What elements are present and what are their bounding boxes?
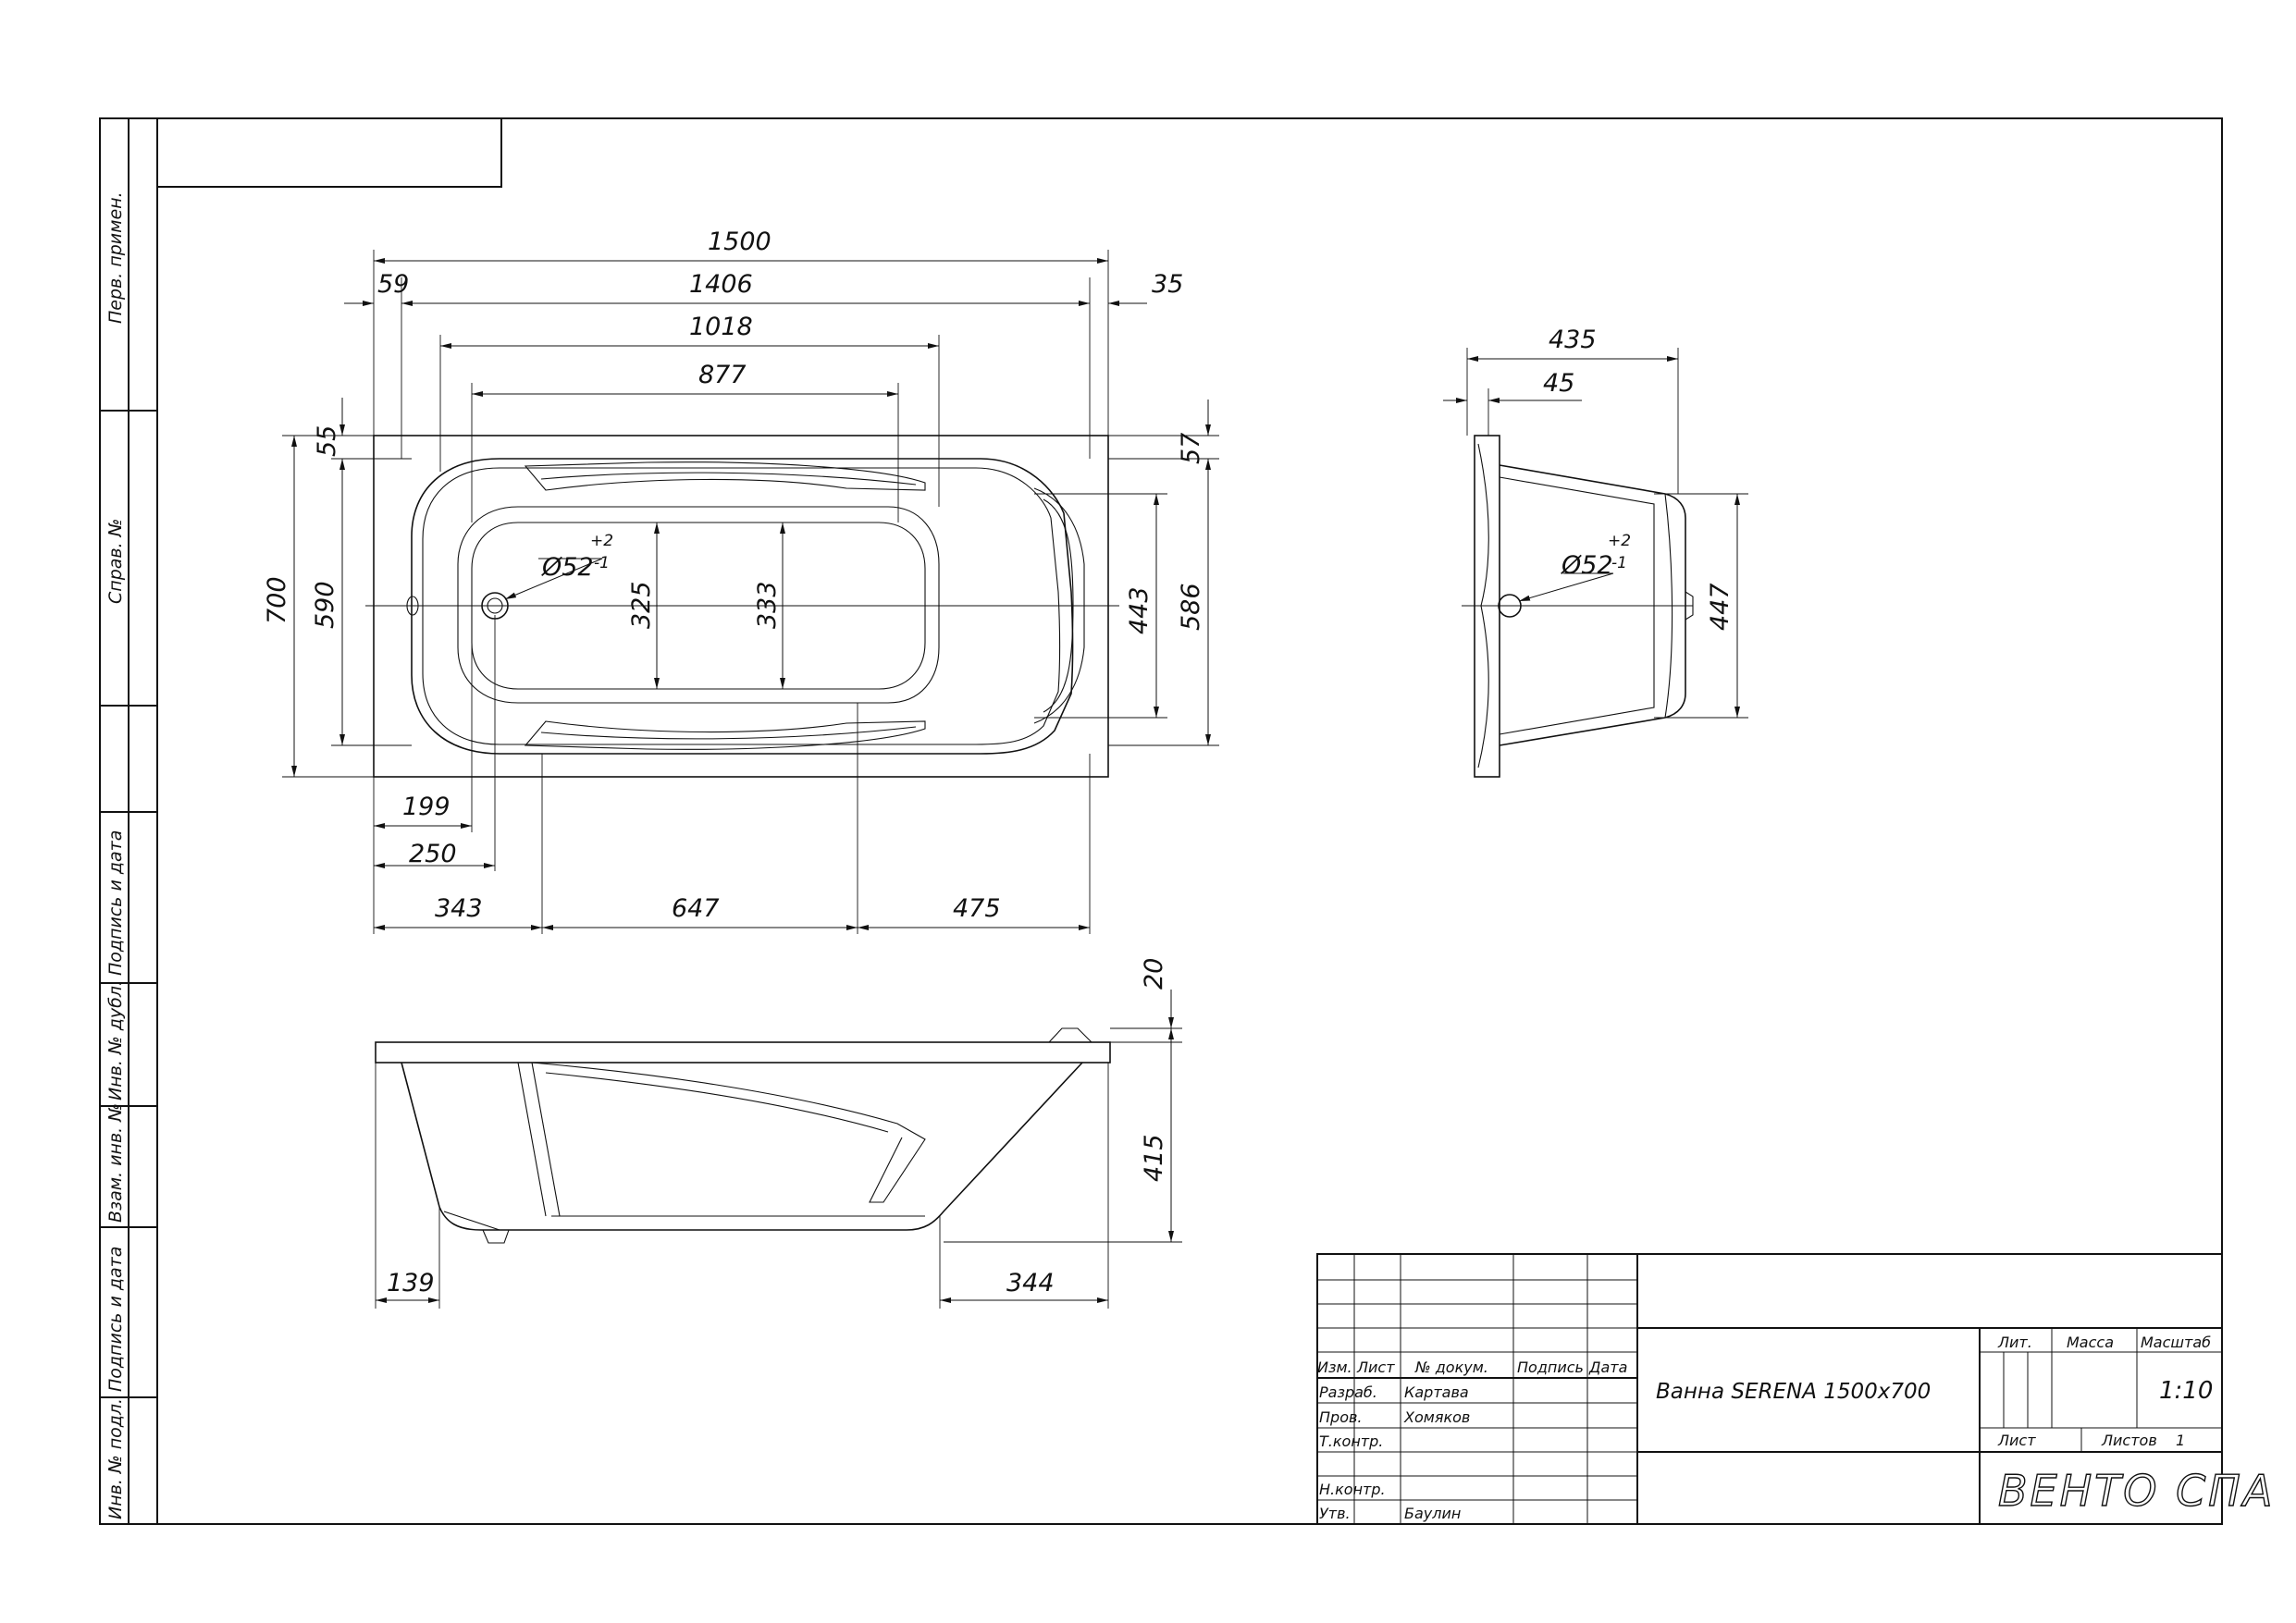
stamp-inv-podl: Инв. № подл. (105, 1398, 126, 1519)
dim-side-rim-20: 20 (1140, 958, 1168, 990)
tb-masshtab-label: Масштаб (2141, 1334, 2211, 1351)
side-view: 20 415 139 344 (375, 958, 1182, 1309)
end-drain-icon (1498, 594, 1522, 618)
side-rim-outline (375, 1041, 1111, 1064)
tb-list-label: Лист (1997, 1432, 2036, 1449)
dim-bottom-width-left: 325 (627, 581, 656, 629)
stamp-vzam-inv: Взам. инв. № (105, 1103, 126, 1223)
dim-offset-top-right: 57 (1177, 433, 1205, 464)
dim-end-rim-45: 45 (1543, 369, 1574, 398)
tb-header-izm: Изм. (1317, 1359, 1352, 1376)
drain-tol-upper: +2 (590, 532, 613, 550)
stamp-perv-primen: Перв. примен. (105, 191, 126, 324)
tb-row-name: Хомяков (1403, 1408, 1470, 1426)
dim-offset-top: 55 (313, 425, 341, 457)
dim-bottom-width-right: 333 (753, 581, 782, 629)
dim-side-height-415: 415 (1140, 1134, 1168, 1182)
dim-width-right-586: 586 (1177, 583, 1205, 631)
tb-scale-value: 1:10 (2159, 1377, 2213, 1405)
sheet-frame (99, 117, 2223, 1525)
dim-end-depth-435: 435 (1549, 326, 1597, 354)
tb-header-list: Лист (1356, 1359, 1395, 1376)
tb-header-data: Дата (1588, 1359, 1627, 1376)
dim-seg-343: 343 (435, 894, 483, 923)
dim-offset-right: 35 (1152, 270, 1183, 299)
tb-product-name: Ванна SERENA 1500x700 (1656, 1380, 1931, 1404)
overflow-icon (406, 596, 419, 616)
dim-seg-475: 475 (953, 894, 1001, 923)
company-logo: ВЕНТО СПА (1998, 1466, 2275, 1516)
stamp-sprav-no: Справ. № (105, 519, 126, 604)
top-view: 1500 1406 59 35 1018 877 700 590 55 325 … (263, 227, 1219, 934)
end-view: 435 45 447 Ø52 +2 -1 (1443, 326, 1748, 778)
drain-diameter-label: Ø52 (541, 553, 594, 582)
dim-bottom-length: 877 (698, 361, 747, 389)
tb-row-role: Т.контр. (1319, 1432, 1383, 1450)
dim-side-right-344: 344 (1006, 1269, 1055, 1297)
tb-lit-label: Лит. (1997, 1334, 2032, 1351)
tb-listov-value: 1 (2176, 1432, 2185, 1449)
side-stamps: Перв. примен. Справ. № Подпись и дата Ин… (105, 191, 126, 1519)
tb-massa-label: Масса (2067, 1334, 2114, 1351)
dim-offset-left: 59 (377, 270, 409, 299)
tb-header-podpis: Подпись (1517, 1359, 1584, 1376)
stamp-podpis-data-1: Подпись и дата (105, 830, 126, 976)
dim-inner-width: 590 (311, 581, 339, 629)
tb-row-role: Н.контр. (1319, 1481, 1386, 1498)
drain-tol-lower: -1 (594, 554, 610, 572)
stamp-inv-dubl: Инв. № дубл. (105, 980, 126, 1100)
dim-overall-width: 700 (263, 576, 291, 624)
dim-overall-length: 1500 (708, 227, 772, 256)
end-drain-diameter-label: Ø52 (1561, 551, 1613, 580)
tb-listov-label: Листов (2101, 1432, 2157, 1449)
tb-row-role: Утв. (1319, 1505, 1351, 1522)
dim-width-right-443: 443 (1125, 586, 1154, 634)
side-body-outline (401, 1062, 1083, 1231)
tub-bottom-outline (471, 522, 926, 690)
tb-row-role: Пров. (1319, 1408, 1363, 1426)
dim-drain-x: 199 (402, 793, 451, 821)
end-drain-tol-upper: +2 (1608, 532, 1631, 550)
title-block: Изм. Лист № докум. Подпись Дата Разраб. … (1316, 1253, 2275, 1525)
dim-rim-length: 1406 (689, 270, 753, 299)
dim-side-left-139: 139 (387, 1269, 435, 1297)
tb-row-name: Картава (1404, 1383, 1469, 1401)
end-drain-tol-lower: -1 (1611, 554, 1627, 572)
tb-row-role: Разраб. (1319, 1383, 1377, 1401)
dim-seg-647: 647 (672, 894, 720, 923)
dim-end-height-447: 447 (1706, 583, 1734, 631)
tb-row-name: Баулин (1404, 1505, 1461, 1522)
dim-inner-length: 1018 (689, 313, 753, 341)
tb-header-n-dokum: № докум. (1414, 1359, 1488, 1376)
dim-overflow-x: 250 (409, 840, 457, 868)
stamp-podpis-data-2: Подпись и дата (105, 1247, 126, 1392)
